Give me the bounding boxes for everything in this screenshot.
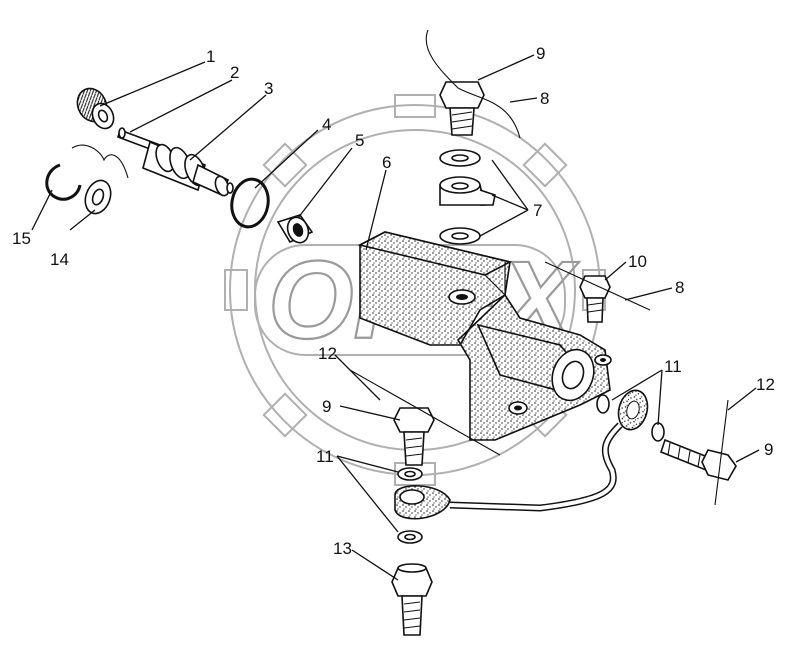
callout-3: 3 — [264, 79, 273, 98]
callout-10: 10 — [628, 252, 647, 271]
part-10-bolt — [544, 261, 651, 323]
part-7-banjo-set — [439, 149, 496, 245]
leader-lines — [31, 54, 760, 581]
part-6-bracket-body — [357, 231, 612, 441]
part-9-bolt-right — [660, 399, 737, 506]
callout-13: 13 — [333, 539, 352, 558]
callout-14: 14 — [50, 250, 69, 269]
part-4-o-ring — [230, 177, 270, 229]
part-9-bolt-top — [425, 29, 521, 139]
part-2-3-valve-body — [117, 127, 234, 197]
part-1-knurled-cap — [76, 87, 115, 130]
part-9-bolt-left — [349, 369, 501, 466]
callout-12-left: 12 — [318, 344, 337, 363]
part-13-bolt — [391, 563, 433, 636]
part-15-circlip — [45, 163, 82, 201]
callout-9-left: 9 — [322, 397, 331, 416]
part-14-washer — [84, 179, 112, 215]
callout-5: 5 — [355, 131, 364, 150]
callout-6: 6 — [382, 153, 391, 172]
callout-8-top: 8 — [540, 89, 549, 108]
callout-11-right: 11 — [664, 357, 682, 376]
callout-11-left: 11 — [316, 447, 334, 466]
callout-1: 1 — [206, 47, 215, 66]
group-brace — [71, 144, 129, 179]
callout-9-top: 9 — [536, 44, 545, 63]
callout-9-right: 9 — [764, 440, 773, 459]
callout-8-right: 8 — [675, 278, 684, 297]
part-5-sleeve — [276, 214, 314, 244]
callout-15: 15 — [12, 229, 31, 248]
callout-7: 7 — [533, 201, 542, 220]
callout-4: 4 — [322, 115, 331, 134]
callout-12-right: 12 — [756, 375, 775, 394]
callouts: 1 2 3 4 5 6 7 8 8 9 9 9 10 11 11 12 12 1… — [12, 44, 775, 558]
callout-2: 2 — [230, 63, 239, 82]
